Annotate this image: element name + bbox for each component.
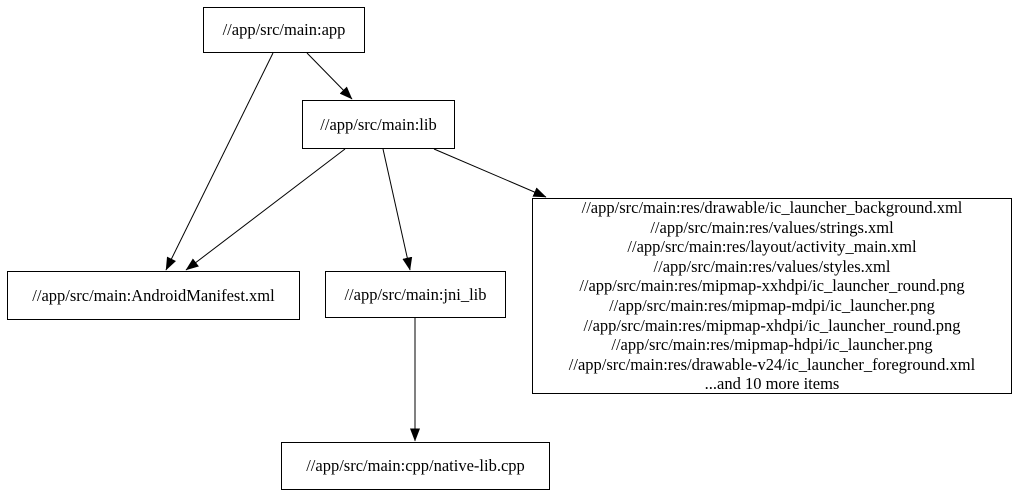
node-lib-label: //app/src/main:lib	[320, 114, 437, 134]
node-android-manifest-label: //app/src/main:AndroidManifest.xml	[32, 285, 275, 305]
node-native-lib-cpp-label: //app/src/main:cpp/native-lib.cpp	[306, 456, 525, 476]
edge-app-to-manifest	[165, 52, 274, 271]
res-group-line: //app/src/main:res/layout/activity_main.…	[627, 237, 917, 257]
res-group-line: //app/src/main:res/drawable/ic_launcher_…	[581, 198, 963, 218]
node-jni-lib: //app/src/main:jni_lib	[325, 271, 506, 318]
res-group-line: //app/src/main:res/values/strings.xml	[650, 217, 894, 237]
node-native-lib-cpp: //app/src/main:cpp/native-lib.cpp	[281, 442, 550, 490]
res-group-line: //app/src/main:res/mipmap-xxhdpi/ic_laun…	[579, 276, 965, 296]
res-group-line: //app/src/main:res/values/styles.xml	[653, 256, 891, 276]
node-jni-lib-label: //app/src/main:jni_lib	[344, 284, 487, 304]
edge-lib-to-res-group	[433, 148, 547, 198]
edge-app-to-lib	[306, 52, 353, 100]
node-android-manifest: //app/src/main:AndroidManifest.xml	[7, 271, 300, 320]
edge-lib-to-manifest	[185, 148, 346, 271]
node-app: //app/src/main:app	[203, 7, 365, 53]
res-group-line: //app/src/main:res/mipmap-hdpi/ic_launch…	[611, 335, 933, 355]
node-lib: //app/src/main:lib	[302, 100, 455, 149]
res-group-line: //app/src/main:res/mipmap-xhdpi/ic_launc…	[583, 315, 961, 335]
edge-lib-to-jni-lib	[382, 148, 413, 271]
res-group-line: //app/src/main:res/mipmap-mdpi/ic_launch…	[609, 296, 935, 315]
node-res-group: //app/src/main:res/drawable/ic_launcher_…	[532, 198, 1012, 394]
node-app-label: //app/src/main:app	[222, 20, 346, 40]
res-group-more-items: ...and 10 more items	[704, 374, 840, 394]
res-group-line: //app/src/main:res/drawable-v24/ic_launc…	[568, 354, 976, 374]
